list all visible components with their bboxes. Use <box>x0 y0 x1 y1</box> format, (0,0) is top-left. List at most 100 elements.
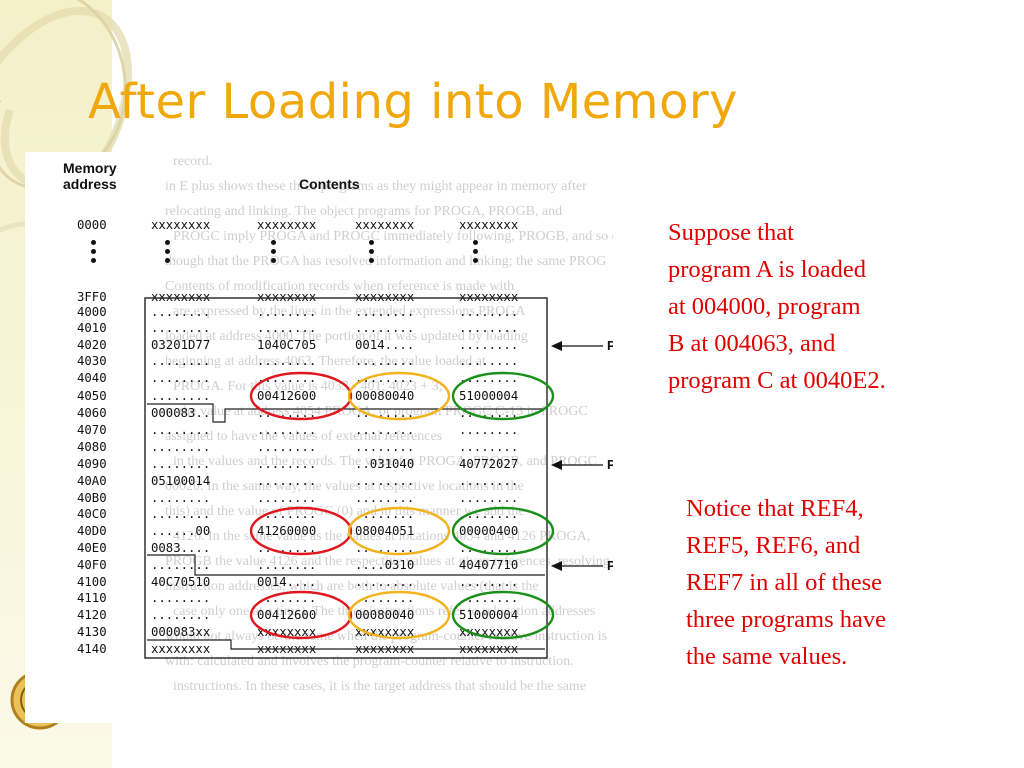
memory-content-cell: ........ <box>459 575 519 589</box>
memory-content-cell: ........ <box>355 354 415 368</box>
memory-content-cell: ........ <box>257 305 317 319</box>
memory-address-cell: 3FF0 <box>77 290 107 304</box>
program-label: PROGB <box>607 457 613 472</box>
memory-content-cell: ........ <box>151 457 211 471</box>
memory-content-cell: ........ <box>355 423 415 437</box>
background-text-line: Contents of modification records when re… <box>165 279 515 294</box>
memory-content-cell: ........ <box>355 474 415 488</box>
memory-content-cell: 1040C705 <box>257 338 317 352</box>
memory-content-cell: ........ <box>257 440 317 454</box>
memory-content-cell: ........ <box>459 371 519 385</box>
memory-content-cell: ........ <box>257 541 317 555</box>
memory-content-cell: ........ <box>459 338 519 352</box>
memory-content-cell: ........ <box>459 507 519 521</box>
memory-content-cell: ........ <box>151 608 211 622</box>
memory-content-cell: 00412600 <box>257 389 317 403</box>
memory-content-cell: ........ <box>151 591 211 605</box>
memory-content-cell: ........ <box>459 354 519 368</box>
memory-content-cell: 0014.... <box>257 575 317 589</box>
memory-content-cell: xxxxxxxx <box>151 290 211 304</box>
memory-content-cell: 00412600 <box>257 608 317 622</box>
memory-content-cell: ........ <box>459 491 519 505</box>
slide-title: After Loading into Memory <box>88 74 739 130</box>
memory-content-cell: ........ <box>151 423 211 437</box>
background-text-line: case only one at a time). The three inst… <box>173 604 596 619</box>
memory-content-cell: ........ <box>459 474 519 488</box>
memory-address-cell: 4020 <box>77 338 107 352</box>
memory-content-cell: ........ <box>459 541 519 555</box>
memory-content-cell: ........ <box>355 371 415 385</box>
memory-content-cell: xxxxxxxx <box>355 290 415 304</box>
loaded-region-border <box>144 297 548 659</box>
memory-address-cell: 4110 <box>77 591 107 605</box>
note-line: at 004000, program <box>668 293 861 320</box>
memory-content-cell: ........ <box>459 423 519 437</box>
memory-content-cell: 41260000 <box>257 524 317 538</box>
program-boundary-line <box>147 403 545 423</box>
memory-row: 40B0................................ <box>25 491 613 507</box>
memory-row: 4030................................ <box>25 354 613 370</box>
memory-content-cell: ........ <box>151 440 211 454</box>
memory-content-cell: xxxxxxxx <box>257 625 317 639</box>
memory-address-cell: 40D0 <box>77 524 107 538</box>
memory-content-cell: 08004051 <box>355 524 415 538</box>
background-text-line: record. <box>173 154 213 169</box>
memory-content-cell: xxxxxxxx <box>151 642 211 656</box>
background-text-line: 4126. In the same value as the values at… <box>173 529 591 544</box>
memory-content-cell: 51000004 <box>459 389 519 403</box>
background-text-line: PROGA. For this value is 4033 - 401; 402… <box>173 379 443 394</box>
memory-address-cell: 40C0 <box>77 507 107 521</box>
memory-content-cell: ........ <box>257 457 317 471</box>
note-line: REF5, REF6, and <box>686 532 861 559</box>
program-label: PROGA <box>607 338 613 353</box>
vertical-ellipsis-icon <box>267 240 279 270</box>
memory-address-cell: 40F0 <box>77 558 107 572</box>
vertical-ellipsis-icon <box>87 240 99 270</box>
memory-content-cell: xxxxxxxx <box>151 218 211 232</box>
memory-content-cell: ........ <box>151 305 211 319</box>
memory-content-cell: ........ <box>257 371 317 385</box>
background-text-line: PROGC imply PROGA and PROGC immediately … <box>173 229 613 244</box>
memory-address-header-line: Memory <box>63 160 117 176</box>
memory-address-cell: 4050 <box>77 389 107 403</box>
memory-row: 4110................................ <box>25 591 613 607</box>
memory-address-cell: 4090 <box>77 457 107 471</box>
memory-content-cell: 00000400 <box>459 524 519 538</box>
background-text-line: beginning at address 4063. Therefore, th… <box>165 354 486 369</box>
green-highlight-circle <box>451 590 555 640</box>
memory-content-cell: ....0310 <box>355 558 415 572</box>
green-highlight-circle <box>451 371 555 421</box>
background-text-line: instruction addresses, which are both to… <box>165 579 539 594</box>
memory-address-cell: 4130 <box>77 625 107 639</box>
program-label: PROGC <box>607 558 613 573</box>
memory-content-cell: 000083.. <box>151 406 211 420</box>
memory-content-cell: ......00 <box>151 524 211 538</box>
memory-content-cell: ........ <box>459 591 519 605</box>
memory-content-cell: ........ <box>151 507 211 521</box>
background-text-line: in E plus shows these three programs as … <box>165 179 587 194</box>
orange-highlight-circle <box>347 506 451 556</box>
memory-address-header: Memory address <box>63 160 117 192</box>
memory-content-cell: ........ <box>257 558 317 572</box>
background-text-line: in the values and the records. The value… <box>173 454 597 469</box>
memory-content-cell: xxxxxxxx <box>459 625 519 639</box>
memory-content-cell: ........ <box>459 440 519 454</box>
background-text-line: 00020. In the same way, the values at re… <box>165 479 524 494</box>
memory-row: 4080................................ <box>25 440 613 456</box>
memory-content-cell: ........ <box>257 491 317 505</box>
memory-address-cell: 4030 <box>77 354 107 368</box>
vertical-ellipsis-icon <box>469 240 481 270</box>
memory-content-cell: ........ <box>355 440 415 454</box>
memory-content-cell: 51000004 <box>459 608 519 622</box>
background-text-line: though that the PROGA has resolved infor… <box>165 254 607 269</box>
memory-content-cell: xxxxxxxx <box>459 290 519 304</box>
memory-content-cell: ........ <box>459 321 519 335</box>
